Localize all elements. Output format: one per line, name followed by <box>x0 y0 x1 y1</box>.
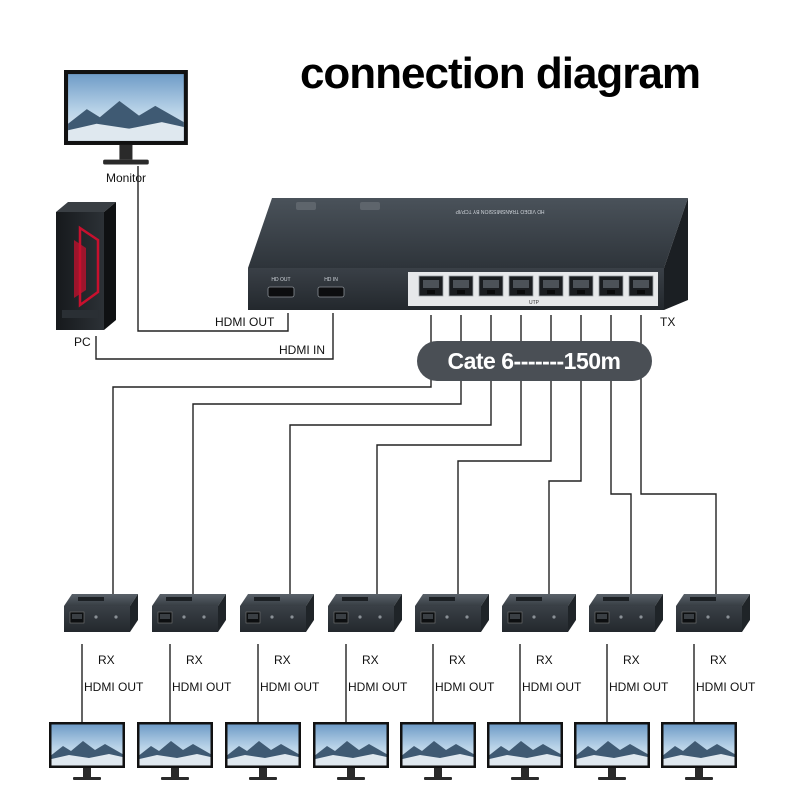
cable-badge-text: Cate 6-------150m <box>448 348 621 374</box>
receiver-unit-4: RX HDMI OUT <box>313 593 408 780</box>
hdmi-in-label: HDMI IN <box>279 343 325 357</box>
receiver-unit-2: RX HDMI OUT <box>137 593 232 780</box>
receiver-device-icon <box>588 593 664 633</box>
utp-label: UTP <box>529 300 540 306</box>
rj45-port-strip <box>418 275 654 297</box>
network-cable-5 <box>457 315 552 594</box>
rj45-port-4[interactable] <box>508 275 534 297</box>
pc-label: PC <box>74 335 91 349</box>
receiver-unit-3: RX HDMI OUT <box>225 593 320 780</box>
receiver-unit-5: RX HDMI OUT <box>400 593 495 780</box>
rx-hdmi-out-label: HDMI OUT <box>435 680 495 694</box>
transmitter-device: HD VIDEO TRANSMISSION BY TCP/IP HD OUT H… <box>248 198 688 310</box>
rx-hdmi-out-label: HDMI OUT <box>260 680 320 694</box>
display-monitor-icon <box>574 722 650 780</box>
rx-label: RX <box>186 653 203 667</box>
network-cable-8 <box>640 315 717 594</box>
monitor-cable <box>137 166 289 332</box>
rx-label: RX <box>536 653 553 667</box>
monitor-label: Monitor <box>106 171 146 185</box>
network-cable-7 <box>610 315 632 594</box>
display-monitor-icon <box>400 722 476 780</box>
receiver-device-icon <box>151 593 227 633</box>
display-monitor-icon <box>137 722 213 780</box>
rx-label: RX <box>362 653 379 667</box>
display-monitor-icon <box>49 722 125 780</box>
rx-hdmi-out-label: HDMI OUT <box>84 680 144 694</box>
network-cable-6 <box>548 315 582 594</box>
receiver-device-icon <box>239 593 315 633</box>
rx-hdmi-out-label: HDMI OUT <box>609 680 669 694</box>
rj45-port-3[interactable] <box>478 275 504 297</box>
display-monitor-icon <box>313 722 389 780</box>
receiver-row: RX HDMI OUT RX HDMI OUT RX HDMI OUT RX HDMI OUT… <box>49 593 756 780</box>
pc-cable <box>95 313 334 360</box>
receiver-device-icon <box>327 593 403 633</box>
diagram-title: connection diagram <box>300 49 700 98</box>
rx-label: RX <box>274 653 291 667</box>
tx-label: TX <box>660 315 675 329</box>
hdmi-in-port[interactable]: HD IN <box>317 277 345 298</box>
rx-hdmi-out-label: HDMI OUT <box>348 680 408 694</box>
receiver-unit-7: RX HDMI OUT <box>574 593 669 780</box>
receiver-device-icon <box>675 593 751 633</box>
display-monitor-icon <box>225 722 301 780</box>
rx-label: RX <box>98 653 115 667</box>
pc-tower-icon <box>56 202 116 330</box>
port-hd-in-label: HD IN <box>324 277 338 283</box>
receiver-device-icon <box>63 593 139 633</box>
display-monitor-icon <box>487 722 563 780</box>
display-monitor-icon <box>661 722 737 780</box>
monitor-icon <box>64 70 188 165</box>
rx-label: RX <box>710 653 727 667</box>
receiver-unit-1: RX HDMI OUT <box>49 593 144 780</box>
receiver-unit-6: RX HDMI OUT <box>487 593 582 780</box>
port-hd-out-label: HD OUT <box>271 277 290 283</box>
rj45-port-5[interactable] <box>538 275 564 297</box>
rx-label: RX <box>623 653 640 667</box>
receiver-device-icon <box>414 593 490 633</box>
receiver-unit-8: RX HDMI OUT <box>661 593 756 780</box>
rj45-port-7[interactable] <box>598 275 624 297</box>
rx-hdmi-out-label: HDMI OUT <box>696 680 756 694</box>
cable-badge: Cate 6-------150m <box>417 341 652 381</box>
hdmi-out-label: HDMI OUT <box>215 315 275 329</box>
network-cable-1 <box>112 315 432 594</box>
rj45-port-8[interactable] <box>628 275 654 297</box>
rj45-port-2[interactable] <box>448 275 474 297</box>
receiver-device-icon <box>501 593 577 633</box>
rx-hdmi-out-label: HDMI OUT <box>522 680 582 694</box>
rx-hdmi-out-label: HDMI OUT <box>172 680 232 694</box>
rj45-port-6[interactable] <box>568 275 594 297</box>
tx-panel-text: HD VIDEO TRANSMISSION BY TCP/IP <box>455 208 545 214</box>
hdmi-out-port[interactable]: HD OUT <box>267 277 295 298</box>
rj45-port-1[interactable] <box>418 275 444 297</box>
rx-label: RX <box>449 653 466 667</box>
